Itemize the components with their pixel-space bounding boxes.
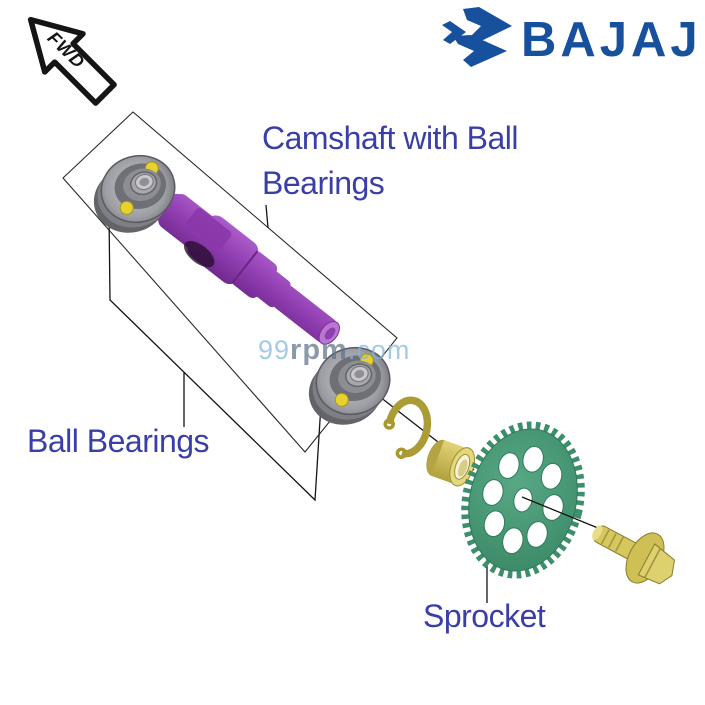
assembly-box-outline	[62, 111, 398, 453]
watermark-suffix: .com	[347, 335, 411, 365]
sprocket	[461, 421, 585, 579]
brand-logo: BAJAJ	[441, 4, 705, 68]
camshaft	[156, 193, 340, 345]
label-camshaft-line2: Bearings	[262, 165, 385, 201]
leader-camshaft-label	[265, 204, 269, 229]
label-sprocket: Sprocket	[423, 598, 546, 634]
flange-bolt	[592, 525, 676, 585]
label-ball-bearings: Ball Bearings	[27, 423, 210, 459]
label-camshaft-line1: Camshaft with Ball	[262, 120, 518, 156]
bajaj-flying-b-icon	[442, 7, 512, 67]
bushing	[426, 439, 476, 487]
watermark-mid: rpm	[290, 334, 348, 366]
watermark-prefix: 99	[258, 335, 291, 365]
label-camshaft: Camshaft with Ball Bearings	[262, 116, 518, 206]
leader-ball-bearings	[108, 212, 323, 502]
watermark: 99rpm.com	[258, 334, 410, 367]
fwd-arrow-icon	[27, 16, 117, 106]
brand-name: BAJAJ	[521, 13, 702, 67]
axis-line-front	[521, 496, 599, 529]
circlip	[383, 396, 432, 459]
